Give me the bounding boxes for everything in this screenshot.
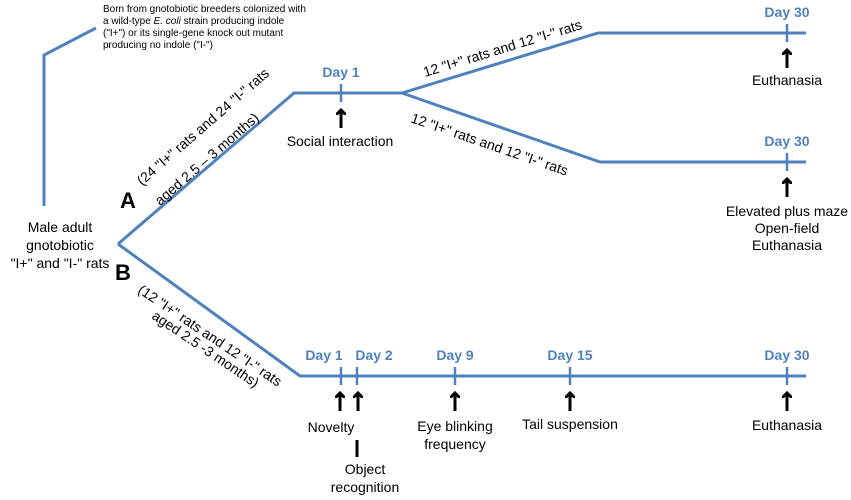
start-label-line-1: Male adult — [28, 219, 93, 235]
branch-b-day30-label: Day 30 — [764, 347, 809, 363]
elevated-plus-maze-label: Elevated plus maze — [726, 203, 848, 219]
branch-a-upper-line — [401, 31, 806, 95]
social-interaction-label: Social interaction — [287, 133, 394, 149]
branch-a-line — [117, 91, 402, 246]
branch-b-line — [117, 242, 806, 378]
branch-a-day1-label: Day 1 — [322, 64, 360, 80]
upper-group-label: 12 "I+" rats and 12 "I-" rats — [421, 16, 583, 80]
eye-blinking-label-line-2: frequency — [424, 436, 485, 452]
branch-b-day15-label: Day 15 — [547, 347, 592, 363]
branch-b-group-line-1: (12 "I+" rats and 12 "I-" rats — [135, 281, 285, 389]
note-line-1: Born from gnotobiotic breeders colonized… — [103, 4, 306, 15]
lower-day30-label: Day 30 — [764, 133, 809, 149]
branch-a-letter: A — [120, 188, 136, 213]
tail-suspension-label: Tail suspension — [522, 416, 618, 432]
note-line-3: ("I+") or its single-gene knock out muta… — [103, 28, 283, 39]
open-field-label: Open-field — [755, 220, 820, 236]
start-label-line-3: "I+" and "I-" rats — [11, 255, 110, 271]
object-recognition-label-line-1: Object — [345, 461, 386, 477]
branch-b-letter: B — [115, 260, 131, 285]
branch-b-euthanasia-label: Euthanasia — [752, 417, 822, 433]
object-recognition-label-line-2: recognition — [331, 479, 400, 495]
note-line-2: a wild-type E. coli strain producing ind… — [103, 16, 285, 27]
note-line-4: producing no indole ("I-") — [103, 40, 213, 51]
upper-day30-label: Day 30 — [764, 4, 809, 20]
lower-euthanasia-label: Euthanasia — [752, 237, 822, 253]
branch-a-lower-line — [401, 91, 806, 164]
eye-blinking-label-line-1: Eye blinking — [417, 418, 493, 434]
branch-b-day9-label: Day 9 — [436, 347, 474, 363]
upper-euthanasia-label: Euthanasia — [752, 72, 822, 88]
start-label-line-2: gnotobiotic — [26, 237, 94, 253]
branch-b-day1-label: Day 1 — [305, 347, 343, 363]
novelty-label: Novelty — [308, 419, 355, 435]
note-connector-line — [42, 26, 97, 206]
branch-b-day2-label: Day 2 — [355, 347, 393, 363]
